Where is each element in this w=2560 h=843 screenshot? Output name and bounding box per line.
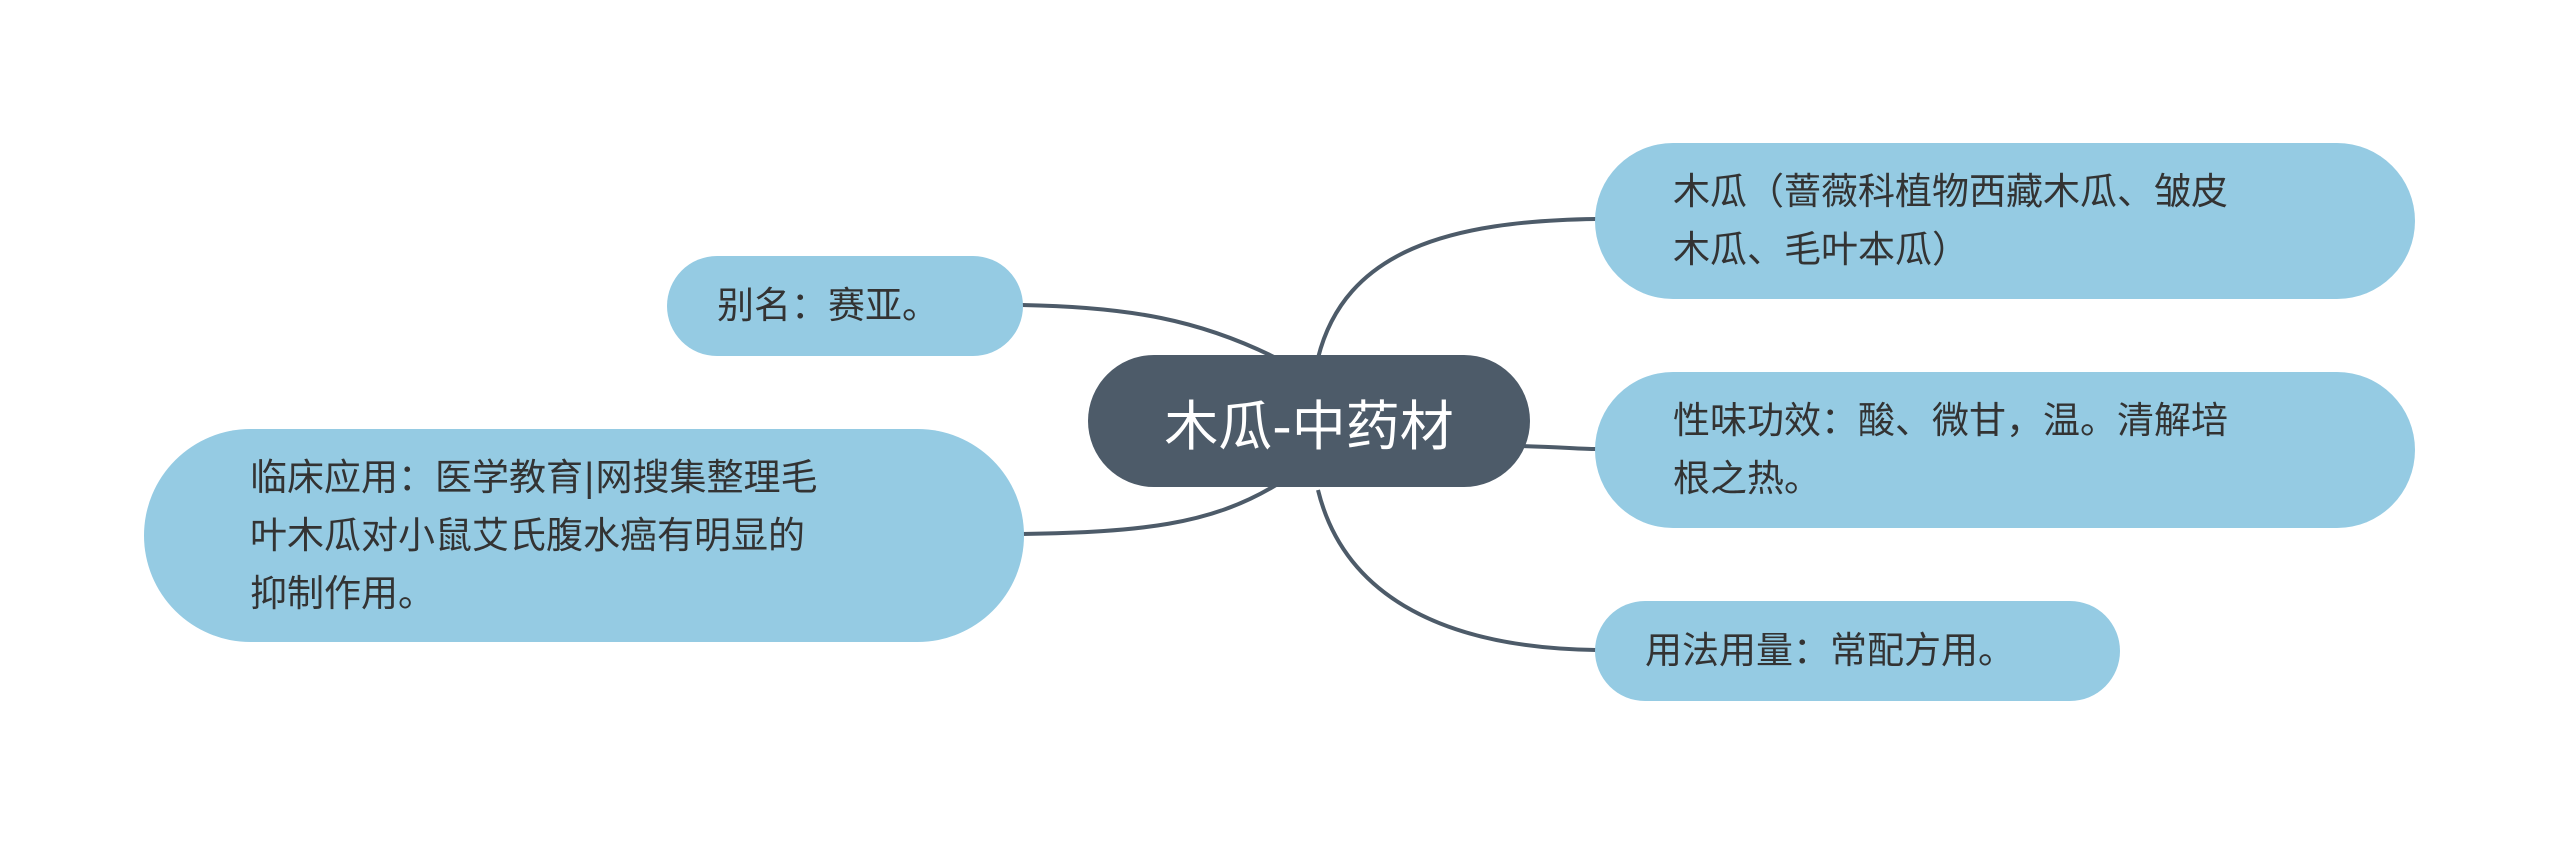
topic-clinical-text: 临床应用：医学教育|网搜集整理毛 叶木瓜对小鼠艾氏腹水癌有明显的 抑制作用。 <box>250 455 818 615</box>
link-alias <box>1021 303 1277 360</box>
topic-clinical[interactable]: 临床应用：医学教育|网搜集整理毛 叶木瓜对小鼠艾氏腹水癌有明显的 抑制作用。 <box>144 429 1024 642</box>
link-species <box>1316 217 1597 359</box>
link-dosage <box>1316 489 1597 652</box>
link-clinical <box>1021 483 1278 536</box>
topic-alias[interactable]: 别名：赛亚。 <box>667 256 1023 356</box>
topic-species[interactable]: 木瓜（蔷薇科植物西藏木瓜、皱皮 木瓜、毛叶本瓜） <box>1595 143 2415 299</box>
central-topic[interactable]: 木瓜-中药材 <box>1088 355 1530 487</box>
topic-species-text: 木瓜（蔷薇科植物西藏木瓜、皱皮 木瓜、毛叶本瓜） <box>1673 170 2228 271</box>
topic-properties[interactable]: 性味功效：酸、微甘，温。清解培 根之热。 <box>1595 372 2415 528</box>
topic-properties-text: 性味功效：酸、微甘，温。清解培 根之热。 <box>1673 399 2228 500</box>
topic-dosage-text: 用法用量：常配方用。 <box>1645 629 2015 672</box>
link-properties <box>1519 444 1597 451</box>
topic-alias-text: 别名：赛亚。 <box>717 284 939 327</box>
topic-dosage[interactable]: 用法用量：常配方用。 <box>1595 601 2120 701</box>
central-topic-label: 木瓜-中药材 <box>1164 394 1454 458</box>
